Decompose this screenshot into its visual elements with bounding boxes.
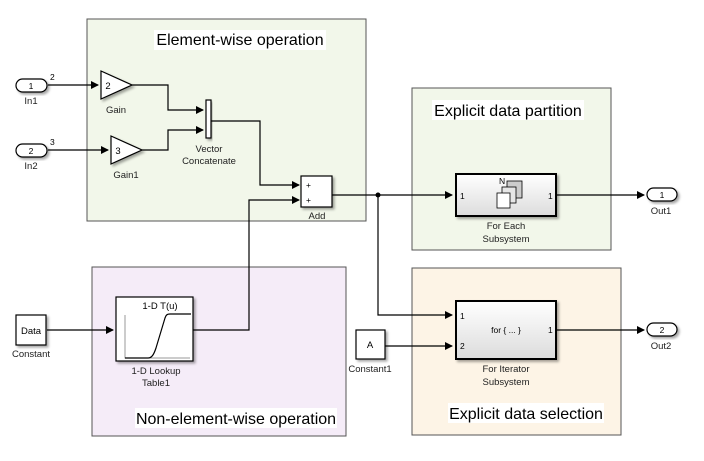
- output-port-number: 1: [548, 325, 553, 335]
- area-title-bg: [135, 408, 337, 428]
- area-title: Element-wise operation: [156, 32, 323, 49]
- for-each-subsystem[interactable]: 1 1 N For Each Subsystem: [455, 173, 557, 245]
- subsystem-box: [455, 300, 557, 360]
- area-title-bg: [432, 100, 584, 120]
- block-label: Gain: [106, 105, 126, 116]
- block-label: Table1: [142, 378, 170, 389]
- concat-bar: [205, 99, 212, 139]
- inport-shape: [15, 143, 48, 158]
- area-element-wise[interactable]: Element-wise operation: [86, 18, 367, 222]
- input-port-number: 1: [460, 311, 465, 321]
- icon-text: N: [499, 176, 505, 186]
- constant-value: A: [367, 340, 374, 351]
- port-number: 1: [660, 190, 665, 200]
- gain-value: 2: [105, 81, 110, 92]
- add-sign: +: [306, 195, 311, 205]
- block-label: Concatenate: [182, 156, 236, 167]
- block-label: Constant1: [348, 364, 391, 375]
- signal-concat-add[interactable]: [211, 120, 300, 189]
- outport-shape: [646, 322, 678, 337]
- signal-gain1-concat[interactable]: [142, 126, 204, 151]
- for-iterator-subsystem[interactable]: 1 2 1 for { ... } For Iterator Subsystem: [455, 300, 557, 388]
- area-title-bg: [154, 30, 326, 50]
- block-label: Add: [309, 211, 326, 222]
- for-loop-icon: for { ... }: [491, 325, 521, 335]
- area-partition[interactable]: Explicit data partition: [411, 87, 612, 251]
- inport-in2[interactable]: 2 In2 3: [15, 137, 55, 172]
- block-label: For Each: [487, 221, 526, 232]
- gain-value: 3: [115, 146, 120, 157]
- block-label: Vector: [196, 144, 223, 155]
- signal-lines: [47, 81, 645, 350]
- block-label: For Iterator: [483, 364, 530, 375]
- signal-add-foriterator[interactable]: [377, 195, 453, 319]
- input-port-number: 2: [460, 341, 465, 351]
- branch-point: [375, 192, 381, 198]
- lookup-curve-icon: [124, 313, 191, 359]
- port-number: 1: [29, 81, 34, 91]
- constant-value: Data: [21, 326, 42, 337]
- add-block[interactable]: + + Add: [300, 175, 333, 222]
- for-each-icon: N: [496, 176, 523, 209]
- output-port-number: 1: [548, 191, 553, 201]
- gain1-block[interactable]: 3 Gain1: [110, 135, 144, 181]
- vector-concatenate-block[interactable]: Vector Concatenate: [182, 99, 236, 167]
- input-port-number: 1: [460, 191, 465, 201]
- block-label: Out2: [651, 341, 672, 352]
- signal-lookup-add[interactable]: [193, 196, 300, 331]
- area-title: Explicit data selection: [449, 406, 603, 423]
- block-label: Constant: [12, 349, 50, 360]
- block-label: In1: [24, 96, 37, 107]
- constant-box: [355, 329, 386, 360]
- port-number: 2: [660, 325, 665, 335]
- gain-block[interactable]: 2 Gain: [100, 70, 134, 116]
- constant-box: [15, 314, 47, 346]
- add-sign: +: [306, 180, 311, 190]
- block-label: Subsystem: [483, 377, 530, 388]
- port-number: 2: [29, 146, 34, 156]
- lookup-table-block[interactable]: 1-D T(u) 1-D Lookup Table1: [115, 296, 194, 389]
- block-label: Gain1: [113, 170, 138, 181]
- signal-gain-concat[interactable]: [132, 84, 204, 114]
- outport-out2[interactable]: 2 Out2: [646, 322, 678, 352]
- add-box: [300, 175, 333, 208]
- signal-width: 3: [50, 137, 55, 147]
- gain-triangle: [100, 70, 134, 100]
- area-title: Explicit data partition: [434, 103, 582, 120]
- constant1-block[interactable]: A Constant1: [348, 329, 392, 375]
- area-title: Non-element-wise operation: [136, 411, 336, 428]
- outport-out1[interactable]: 1 Out1: [646, 187, 678, 217]
- block-label: 1-D Lookup: [131, 366, 180, 377]
- area-non-element-wise[interactable]: Non-element-wise operation: [91, 266, 347, 437]
- inport-shape: [15, 78, 48, 93]
- block-label: In2: [24, 161, 37, 172]
- lookup-box: [115, 296, 194, 362]
- block-label: Subsystem: [483, 234, 530, 245]
- constant-block[interactable]: Data Constant: [12, 314, 50, 360]
- outport-shape: [646, 187, 678, 202]
- signal-width: 2: [50, 72, 55, 82]
- area-title-bg: [448, 403, 604, 423]
- inport-in1[interactable]: 1 In1 2: [15, 72, 55, 107]
- lookup-title: 1-D T(u): [142, 301, 177, 312]
- gain-triangle: [110, 135, 144, 165]
- block-label: Out1: [651, 206, 672, 217]
